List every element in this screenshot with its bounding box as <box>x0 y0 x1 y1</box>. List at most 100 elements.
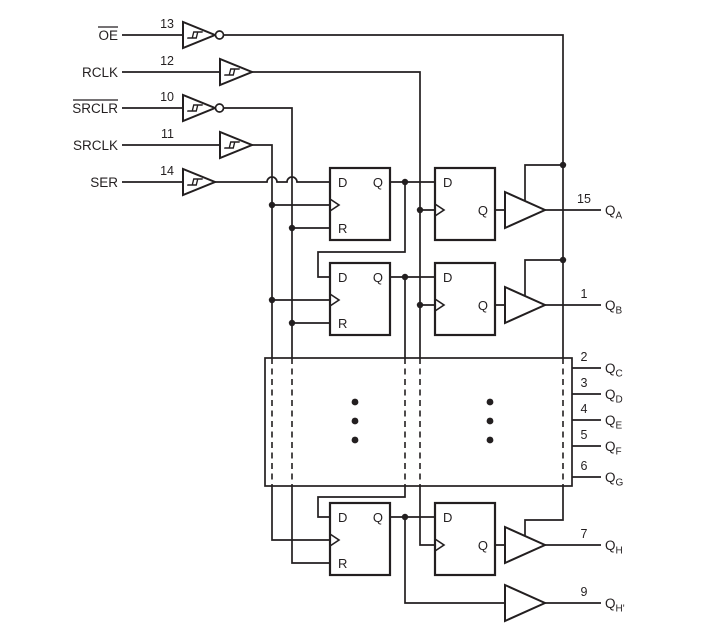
output-label-sub: D <box>616 395 623 406</box>
output-label-sub: B <box>616 306 623 317</box>
ellipsis-dot <box>486 398 494 406</box>
output-pin-qc: 2 <box>581 350 588 364</box>
output-buffer-qh <box>504 525 548 565</box>
junction-dot <box>268 296 276 304</box>
clock-input-icon <box>434 298 446 312</box>
junction-dot <box>401 178 409 186</box>
ff-q-label: Q <box>478 203 488 218</box>
input-buffer-oe <box>182 20 225 50</box>
input-pin-srclk: 11 <box>161 127 174 141</box>
ff-r-label: R <box>338 221 347 236</box>
input-pin-oe: 13 <box>160 17 174 31</box>
junction-dot <box>288 319 296 327</box>
output-label-main: Q <box>605 470 616 485</box>
output-pin-qh-prime: 9 <box>581 585 588 599</box>
net-output-pins <box>545 209 601 604</box>
ff-d-label: D <box>338 510 347 525</box>
junction-dot <box>559 256 567 264</box>
clock-input-icon <box>434 203 446 217</box>
junction-dot <box>559 161 567 169</box>
input-label-ser: SER <box>90 175 118 190</box>
clock-input-icon <box>329 198 341 212</box>
output-pin-qb: 1 <box>581 287 588 301</box>
ff-q-label: Q <box>478 298 488 313</box>
junction-dot <box>401 513 409 521</box>
ff-box <box>328 166 392 242</box>
input-pin-rclk: 12 <box>160 54 174 68</box>
net-srclr <box>122 107 330 564</box>
output-pin-qh: 7 <box>581 527 588 541</box>
output-buffer-qa <box>504 190 548 230</box>
ff-q-label: Q <box>373 270 383 285</box>
output-labels: 15 QA 1 QB 2 QC 3 QD 4 QE 5 QF 6 QG 7 QH… <box>577 192 625 615</box>
input-buffer-srclk <box>219 130 255 160</box>
output-label-main: Q <box>605 387 616 402</box>
output-label-qd: QD <box>605 387 623 406</box>
net-storage-outputs <box>495 209 505 546</box>
inverter-bubble-icon <box>214 103 225 113</box>
buffer-triangle <box>182 20 218 50</box>
output-label-qg: QG <box>605 470 624 489</box>
storage-ff-8: D Q <box>433 501 497 577</box>
input-buffer-rclk <box>219 57 255 87</box>
output-label-sub: A <box>616 211 623 222</box>
ff-box <box>433 501 497 577</box>
net-rclk <box>122 71 435 546</box>
ff-d-label: D <box>443 175 452 190</box>
junction-dot <box>416 206 424 214</box>
ff-d-label: D <box>338 175 347 190</box>
net-oe <box>122 34 564 536</box>
shift-ff-1: D Q R <box>328 166 392 242</box>
output-label-main: Q <box>605 203 616 218</box>
input-pin-srclr: 10 <box>160 90 174 104</box>
ff-box <box>433 166 497 242</box>
hysteresis-icon <box>224 141 240 149</box>
ff-d-label: D <box>443 510 452 525</box>
output-pin-qa: 15 <box>577 192 591 206</box>
clock-input-icon <box>434 538 446 552</box>
input-buffer-ser <box>182 167 218 197</box>
ff-d-label: D <box>338 270 347 285</box>
input-buffer-srclr <box>182 93 225 123</box>
output-label-main: Q <box>605 439 616 454</box>
input-label-srclk: SRCLK <box>73 138 118 153</box>
ellipsis-dot <box>486 417 494 425</box>
stages-box-outline <box>264 357 573 487</box>
buffer-triangle <box>219 130 255 160</box>
input-label-srclr: SRCLR <box>72 101 118 116</box>
input-labels: OE 13 RCLK 12 SRCLR 10 SRCLK 11 SER 14 <box>72 17 174 190</box>
clock-input-icon <box>329 293 341 307</box>
storage-ff-2: D Q <box>433 261 497 337</box>
ff-r-label: R <box>338 556 347 571</box>
ellipsis-dot <box>351 417 359 425</box>
output-label-main: Q <box>605 361 616 376</box>
junction-dot <box>288 224 296 232</box>
net-srclk <box>122 144 330 541</box>
output-label-qf: QF <box>605 439 622 458</box>
input-label-rclk: RCLK <box>82 65 118 80</box>
net-shift-chain <box>317 181 505 604</box>
hidden-stage-rails-dashed <box>271 358 564 486</box>
output-buffer-qh-prime <box>504 583 548 623</box>
buffer-triangle <box>219 57 255 87</box>
output-label-sub: G <box>616 478 624 489</box>
output-pin-qf: 5 <box>581 428 588 442</box>
output-label-qb: QB <box>605 298 623 317</box>
ff-q-label: Q <box>373 175 383 190</box>
output-label-sub: H <box>616 546 623 557</box>
input-label-oe: OE <box>98 28 118 43</box>
hysteresis-icon <box>187 178 203 186</box>
buffer-triangle <box>182 167 218 197</box>
ff-d-label: D <box>443 270 452 285</box>
inverter-bubble-icon <box>214 30 225 40</box>
ff-box <box>328 261 392 337</box>
repeated-stages-box <box>264 357 573 487</box>
shift-ff-2: D Q R <box>328 261 392 337</box>
buffer-triangle <box>182 93 218 123</box>
output-label-sub: E <box>616 421 623 432</box>
output-pin-qd: 3 <box>581 376 588 390</box>
output-label-qa: QA <box>605 203 623 222</box>
clock-input-icon <box>329 533 341 547</box>
output-label-sub: F <box>616 447 622 458</box>
